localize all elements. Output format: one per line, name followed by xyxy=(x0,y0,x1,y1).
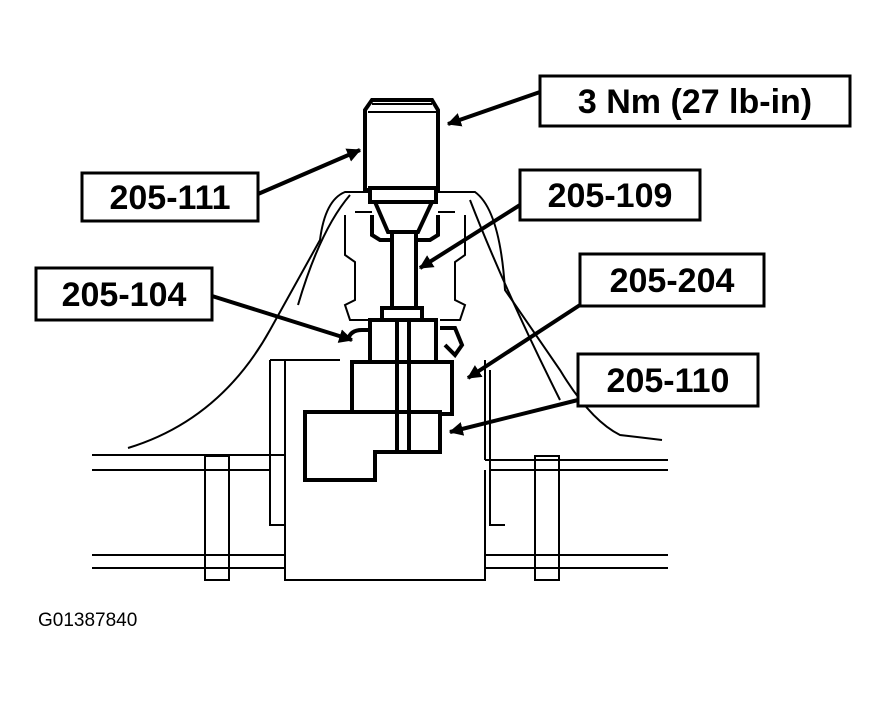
svg-text:205-109: 205-109 xyxy=(548,177,673,215)
figure-id: G01387840 xyxy=(38,610,137,631)
svg-text:205-111: 205-111 xyxy=(109,179,230,217)
axle-rails xyxy=(92,454,668,581)
svg-text:205-204: 205-204 xyxy=(610,262,735,300)
svg-text:3 Nm (27 lb-in): 3 Nm (27 lb-in) xyxy=(578,83,812,121)
svg-text:205-110: 205-110 xyxy=(607,362,730,400)
callout-205-110: 205-110 xyxy=(576,352,760,408)
callout-205-104: 205-104 xyxy=(34,266,214,322)
callout-205-111: 205-111 xyxy=(80,171,260,223)
callout-torque: 3 Nm (27 lb-in) xyxy=(538,74,852,128)
tool-stack xyxy=(303,98,465,482)
svg-text:205-104: 205-104 xyxy=(62,276,187,314)
callout-205-109: 205-109 xyxy=(518,168,702,222)
callout-205-204: 205-204 xyxy=(578,252,766,308)
leader-arrows xyxy=(211,90,582,436)
